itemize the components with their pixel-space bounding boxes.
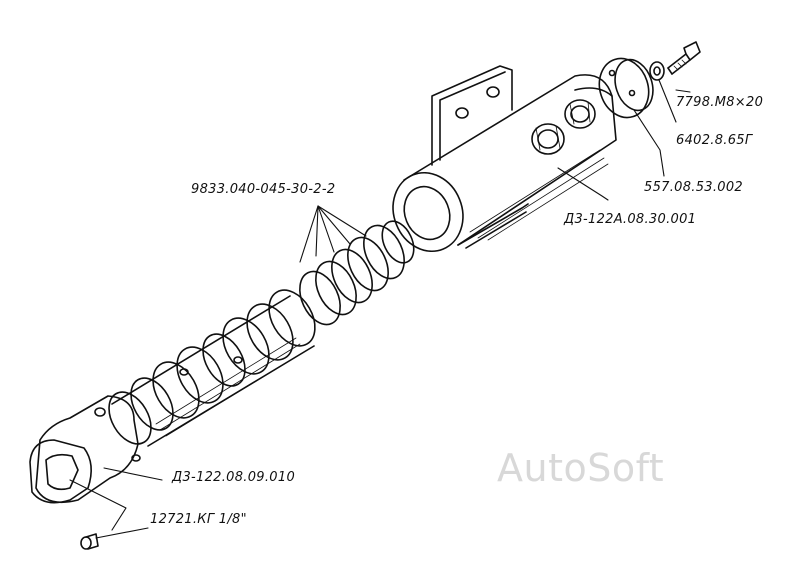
label-bolt: 7798.M8×20 (676, 95, 764, 110)
washer-part (649, 61, 665, 81)
label-cap: 557.08.53.002 (644, 180, 744, 195)
plunger-part (29, 289, 316, 504)
label-plug: 12721.КГ 1/8" (150, 512, 247, 527)
housing-part (392, 65, 617, 253)
label-washer: 6402.8.65Г (676, 133, 753, 148)
cap-part (598, 57, 654, 119)
plug-part (80, 533, 99, 550)
leader-lines (69, 79, 691, 539)
label-plunger: Д3-122.08.09.010 (172, 470, 296, 485)
label-housing: Д3-122А.08.30.001 (564, 212, 697, 227)
watermark-text: AutoSoft (497, 446, 665, 490)
bolt-part (667, 41, 701, 75)
label-rings: 9833.040-045-30-2-2 (191, 182, 336, 197)
ring-set-part (299, 220, 415, 326)
